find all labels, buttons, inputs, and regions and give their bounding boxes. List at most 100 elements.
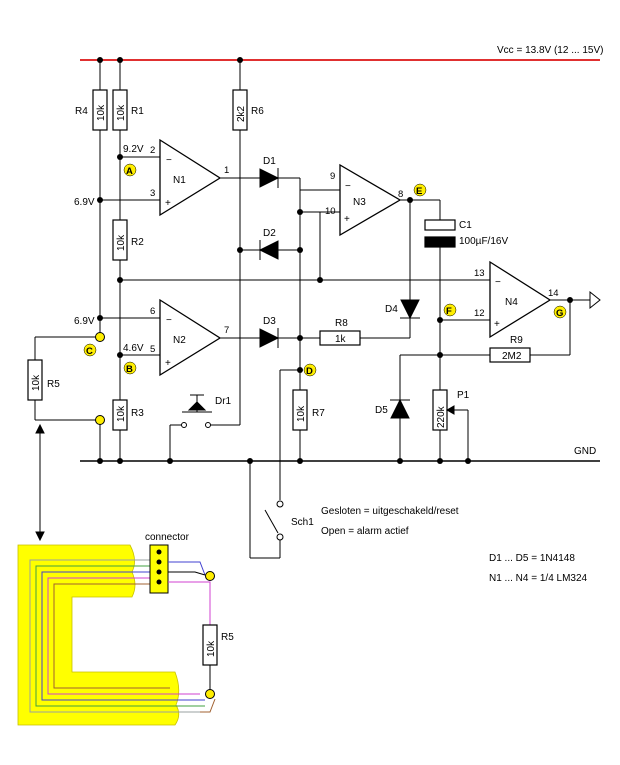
- svg-text:10k: 10k: [296, 405, 307, 422]
- svg-text:8: 8: [398, 189, 403, 200]
- testpoint-e: E: [413, 183, 427, 197]
- svg-text:R5: R5: [221, 632, 234, 643]
- terminal-lower: [95, 415, 105, 425]
- voltage-6-9-top: 6.9V: [74, 197, 95, 208]
- connector: connector: [145, 532, 190, 594]
- junction-dots: [97, 57, 573, 464]
- testpoint-d: D: [303, 363, 317, 377]
- voltage-9-2: 9.2V: [123, 144, 144, 155]
- svg-text:R3: R3: [131, 408, 144, 419]
- diode-d4: D4: [385, 299, 420, 320]
- diode-d3: D3: [259, 316, 280, 348]
- loop-terminal-top: [205, 571, 215, 581]
- testpoint-g: G: [553, 305, 567, 319]
- resistor-r4: 10k R4: [75, 60, 108, 131]
- diodes-note: D1 ... D5 = 1N4148: [489, 553, 575, 564]
- switch-closed-note: Gesloten = uitgeschakeld/reset: [321, 506, 459, 517]
- svg-text:D5: D5: [375, 405, 388, 416]
- diode-d5: D5: [375, 398, 410, 419]
- svg-text:−: −: [345, 181, 351, 192]
- svg-text:−: −: [166, 155, 172, 166]
- svg-text:C: C: [86, 346, 93, 357]
- svg-text:Sch1: Sch1: [291, 517, 314, 528]
- svg-text:D4: D4: [385, 304, 398, 315]
- svg-text:R9: R9: [510, 335, 523, 346]
- svg-text:6: 6: [150, 306, 155, 317]
- svg-text:+: +: [165, 198, 171, 209]
- switch-open-note: Open = alarm actief: [321, 526, 409, 537]
- svg-text:C1: C1: [459, 220, 472, 231]
- svg-text:1k: 1k: [335, 334, 347, 345]
- svg-text:+: +: [494, 319, 500, 330]
- testpoint-f: F: [443, 303, 457, 317]
- svg-text:D: D: [306, 366, 313, 377]
- potentiometer-p1: 220k P1: [432, 389, 470, 461]
- svg-text:D1: D1: [263, 156, 276, 167]
- svg-text:R6: R6: [251, 106, 264, 117]
- svg-text:5: 5: [150, 344, 155, 355]
- svg-text:N3: N3: [353, 197, 366, 208]
- svg-text:2k2: 2k2: [236, 105, 247, 122]
- svg-text:P1: P1: [457, 390, 470, 401]
- svg-text:220k: 220k: [436, 405, 447, 428]
- svg-text:D2: D2: [263, 228, 276, 239]
- wire-loop: [17, 544, 205, 726]
- svg-text:100µF/16V: 100µF/16V: [459, 236, 508, 247]
- terminal-c: [95, 332, 105, 342]
- opamp-n3: N3 − + 9 10 8: [325, 163, 403, 237]
- svg-text:3: 3: [150, 188, 155, 199]
- pushbutton-dr1: Dr1: [169, 394, 232, 461]
- svg-text:10k: 10k: [96, 104, 107, 121]
- diode-d2: D2: [258, 228, 279, 260]
- svg-text:10k: 10k: [206, 640, 217, 657]
- svg-text:N1: N1: [173, 175, 186, 186]
- resistor-r9: 2M2 R9: [489, 335, 531, 363]
- voltage-4-6: 4.6V: [123, 343, 144, 354]
- svg-text:12: 12: [474, 308, 485, 319]
- svg-text:R5: R5: [47, 379, 60, 390]
- svg-text:10k: 10k: [116, 104, 127, 121]
- capacitor-c1: C1 100µF/16V: [424, 200, 508, 248]
- svg-text:R2: R2: [131, 237, 144, 248]
- svg-text:R7: R7: [312, 408, 325, 419]
- svg-text:N2: N2: [173, 335, 186, 346]
- testpoint-a: A: [123, 163, 137, 177]
- svg-text:10k: 10k: [31, 374, 42, 391]
- resistor-r2: 10k R2: [112, 219, 144, 261]
- svg-text:−: −: [495, 277, 501, 288]
- diode-d1: D1: [259, 156, 280, 188]
- svg-text:R1: R1: [131, 106, 144, 117]
- resistor-r7: 10k R7: [292, 389, 325, 431]
- resistor-r5: 10k R5: [27, 359, 60, 401]
- svg-text:connector: connector: [145, 532, 190, 543]
- vcc-label: Vcc = 13.8V (12 ... 15V): [497, 45, 603, 56]
- resistor-r8: 1k R8: [319, 318, 361, 346]
- svg-text:10: 10: [325, 206, 336, 217]
- svg-text:A: A: [126, 166, 133, 177]
- svg-text:E: E: [416, 186, 422, 197]
- voltage-6-9-bottom: 6.9V: [74, 316, 95, 327]
- resistor-r6: 2k2 R6: [232, 60, 264, 131]
- svg-text:1: 1: [224, 165, 229, 176]
- svg-text:F: F: [446, 306, 452, 317]
- loop-resistor-r5: 10k R5: [202, 624, 234, 666]
- svg-text:D3: D3: [263, 316, 276, 327]
- svg-text:N4: N4: [505, 297, 518, 308]
- resistor-r3: 10k R3: [112, 399, 144, 431]
- resistor-r1: 10k R1: [112, 60, 144, 131]
- svg-text:R4: R4: [75, 106, 88, 117]
- switch-sch1: Sch1: [249, 369, 314, 559]
- output-arrow: [589, 290, 601, 310]
- svg-text:+: +: [344, 214, 350, 225]
- svg-text:10k: 10k: [116, 405, 127, 422]
- svg-text:14: 14: [548, 288, 559, 299]
- testpoint-c: C: [83, 343, 97, 357]
- svg-text:2: 2: [150, 145, 155, 156]
- svg-text:+: +: [165, 358, 171, 369]
- opamp-n4: N4 − + 13 12 14: [474, 260, 559, 339]
- svg-text:2M2: 2M2: [502, 351, 522, 362]
- svg-text:R8: R8: [335, 318, 348, 329]
- double-arrow: [35, 423, 45, 542]
- svg-text:13: 13: [474, 268, 485, 279]
